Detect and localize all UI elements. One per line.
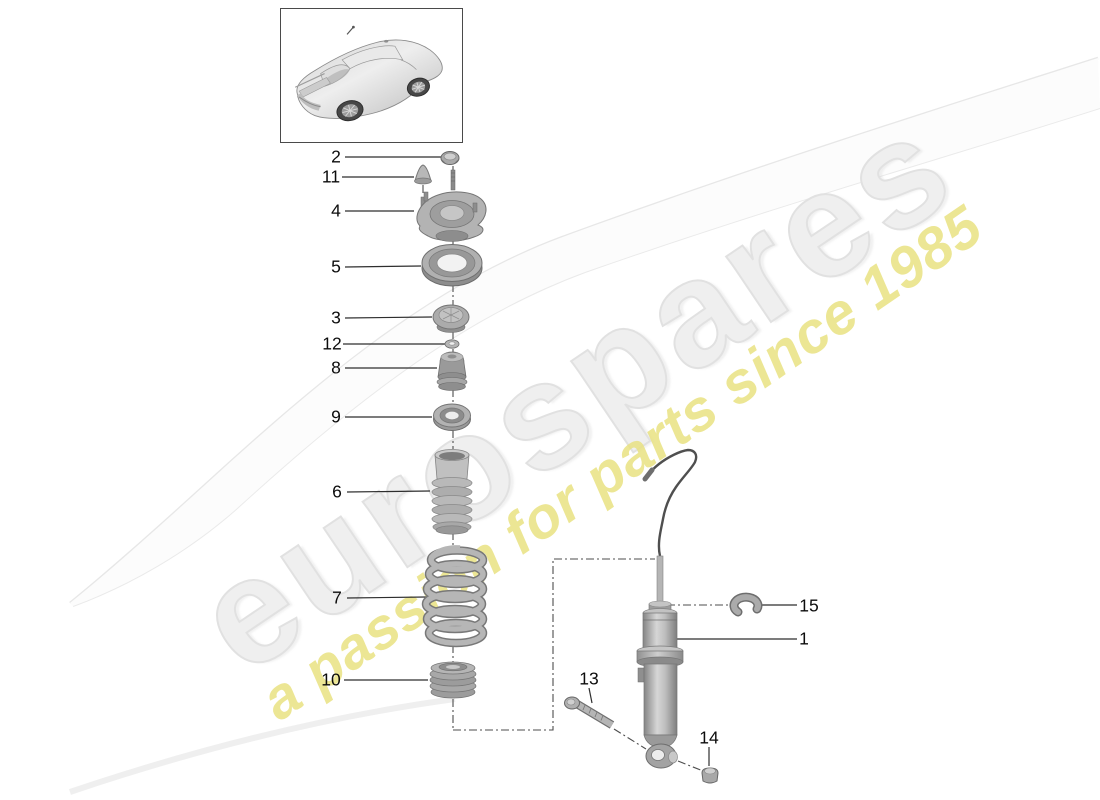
callout-7[interactable]: 7	[332, 587, 342, 608]
bearing-ring-icon	[421, 244, 483, 287]
porsche-911-rear-three-quarter-illustration-icon	[294, 25, 443, 122]
washer-icon	[444, 339, 460, 349]
callout-3[interactable]: 3	[331, 307, 341, 328]
vehicle-thumbnail-box	[280, 8, 463, 143]
callout-15[interactable]: 15	[799, 595, 819, 616]
coil-spring-icon	[421, 545, 488, 648]
callout-11[interactable]: 11	[321, 166, 341, 187]
bump-stop-icon	[436, 351, 468, 391]
spring-pad-icon	[429, 661, 477, 699]
lock-nut-icon	[701, 767, 719, 784]
hex-nut-icon	[440, 151, 460, 165]
hex-bolt-icon	[564, 696, 615, 729]
callout-2[interactable]: 2	[331, 146, 341, 167]
callout-6[interactable]: 6	[332, 481, 342, 502]
callout-14[interactable]: 14	[699, 727, 719, 748]
retaining-clip-icon	[729, 592, 763, 617]
callout-1[interactable]: 1	[799, 628, 809, 649]
dust-boot-icon	[431, 449, 473, 535]
callout-leader-lines	[342, 156, 797, 766]
callout-10[interactable]: 10	[321, 669, 341, 690]
assembly-connector-line	[453, 558, 655, 731]
strut-mount-icon	[416, 169, 487, 242]
callout-13[interactable]: 13	[579, 668, 599, 689]
spring-plate-icon	[432, 304, 470, 333]
callout-4[interactable]: 4	[331, 200, 341, 221]
callout-12[interactable]: 12	[322, 333, 342, 354]
callout-9[interactable]: 9	[331, 406, 341, 427]
callout-8[interactable]: 8	[331, 357, 341, 378]
shock-absorber-icon	[636, 448, 698, 769]
callout-5[interactable]: 5	[331, 256, 341, 277]
protective-cap-icon	[414, 164, 432, 209]
support-ring-icon	[433, 403, 471, 431]
